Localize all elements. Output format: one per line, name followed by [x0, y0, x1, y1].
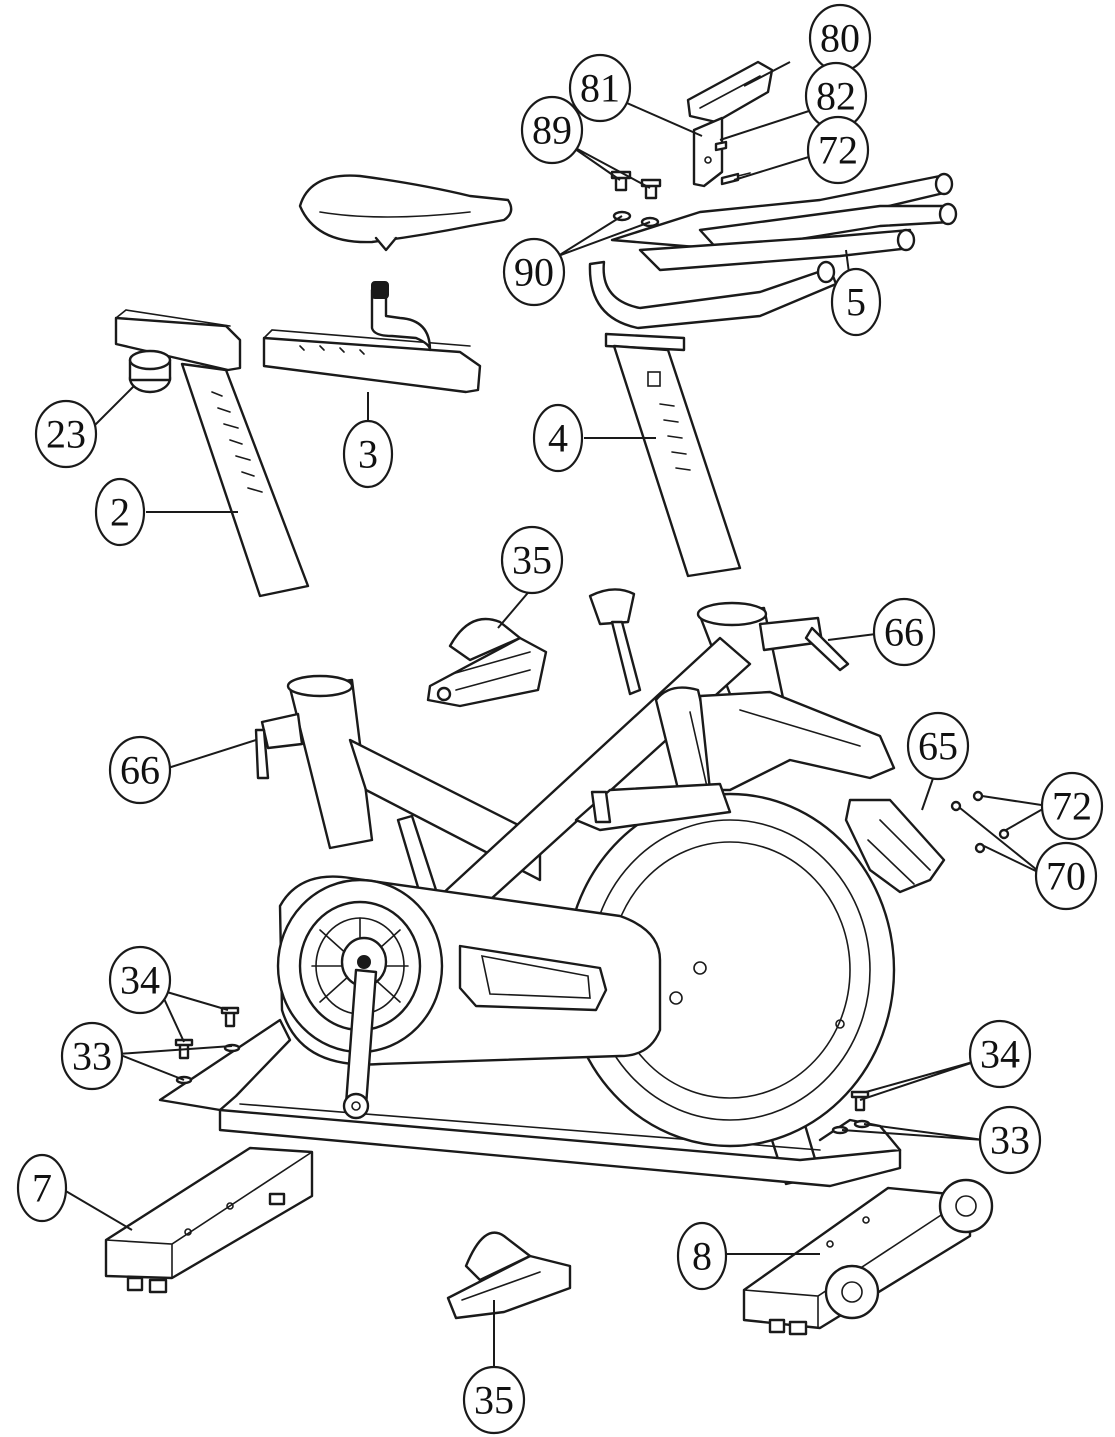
adjustment-knob-part-23 — [128, 349, 172, 394]
screw-part-82 — [714, 140, 728, 152]
stabilizer-part-7 — [104, 1146, 314, 1294]
pedal-part-35-upper — [426, 617, 548, 708]
callout-2: 2 — [94, 477, 146, 547]
callout-label-80: 80 — [820, 16, 860, 61]
flywheel — [564, 792, 896, 1148]
callout-7: 7 — [16, 1153, 68, 1223]
callout-34-left: 34 — [108, 945, 172, 1015]
callout-label-66-right: 66 — [884, 610, 924, 655]
callout-label-34-right: 34 — [980, 1032, 1020, 1077]
callout-label-33-left: 33 — [72, 1034, 112, 1079]
callout-33-left: 33 — [60, 1021, 124, 1091]
seat-slider-part-3 — [262, 281, 482, 394]
seat-post-part-2 — [114, 309, 310, 598]
callout-90: 90 — [502, 237, 566, 307]
bottle-holder-part-65 — [844, 798, 946, 894]
callout-33-right: 33 — [978, 1105, 1042, 1175]
callout-label-4: 4 — [548, 416, 568, 461]
callout-72-right: 72 — [1040, 771, 1104, 841]
callout-label-70: 70 — [1046, 854, 1086, 899]
callout-label-35-upper: 35 — [512, 538, 552, 583]
callout-81: 81 — [568, 53, 632, 123]
callout-65: 65 — [906, 711, 970, 781]
callout-label-3: 3 — [358, 432, 378, 477]
handlebar-post-part-4 — [604, 332, 742, 578]
screws-part-72-and-70 — [950, 790, 1010, 854]
callout-label-89: 89 — [532, 108, 572, 153]
callout-5: 5 — [830, 267, 882, 337]
callout-3: 3 — [342, 419, 394, 489]
callout-label-7: 7 — [32, 1166, 52, 1211]
callout-66-right: 66 — [872, 597, 936, 667]
lever-part-66-right — [758, 616, 850, 672]
callout-label-34-left: 34 — [120, 958, 160, 1003]
screw-part-72-top — [720, 172, 751, 186]
callout-35-upper: 35 — [500, 525, 564, 595]
stabilizer-part-8 — [742, 1178, 994, 1336]
callout-label-65: 65 — [918, 724, 958, 769]
callout-label-33-right: 33 — [990, 1118, 1030, 1163]
callout-4: 4 — [532, 403, 584, 473]
callout-80: 80 — [808, 3, 872, 73]
callout-label-81: 81 — [580, 66, 620, 111]
callout-89: 89 — [520, 95, 584, 165]
callout-72-top: 72 — [806, 115, 870, 185]
callout-label-90: 90 — [514, 250, 554, 295]
callout-23: 23 — [34, 399, 98, 469]
console-part-80 — [686, 60, 774, 124]
callout-label-35-lower: 35 — [474, 1378, 514, 1423]
callout-label-72-right: 72 — [1052, 784, 1092, 829]
callout-label-72-top: 72 — [818, 128, 858, 173]
handlebar-part-5 — [588, 172, 958, 330]
lever-part-66-left — [254, 712, 304, 780]
leader-lines — [63, 61, 1049, 1380]
callout-82: 82 — [804, 61, 868, 131]
callout-label-5: 5 — [846, 280, 866, 325]
callout-label-82: 82 — [816, 74, 856, 119]
callout-label-23: 23 — [46, 412, 86, 457]
pedal-part-35-lower — [446, 1231, 572, 1320]
callout-8: 8 — [676, 1221, 728, 1291]
console-bracket-part-81 — [692, 116, 724, 188]
resistance-knob — [588, 588, 642, 696]
saddle — [298, 174, 513, 252]
callout-label-66-left: 66 — [120, 748, 160, 793]
callout-35-lower: 35 — [462, 1365, 526, 1435]
washers-part-90 — [612, 210, 660, 228]
callout-34-right: 34 — [968, 1019, 1032, 1089]
chainring — [276, 878, 444, 1054]
brake-housing — [574, 690, 896, 832]
callout-label-8: 8 — [692, 1234, 712, 1279]
bolts-part-89 — [610, 170, 662, 200]
callout-70: 70 — [1034, 841, 1098, 911]
callout-label-2: 2 — [110, 490, 130, 535]
crank-arm — [342, 968, 378, 1120]
callout-66-left: 66 — [108, 735, 172, 805]
